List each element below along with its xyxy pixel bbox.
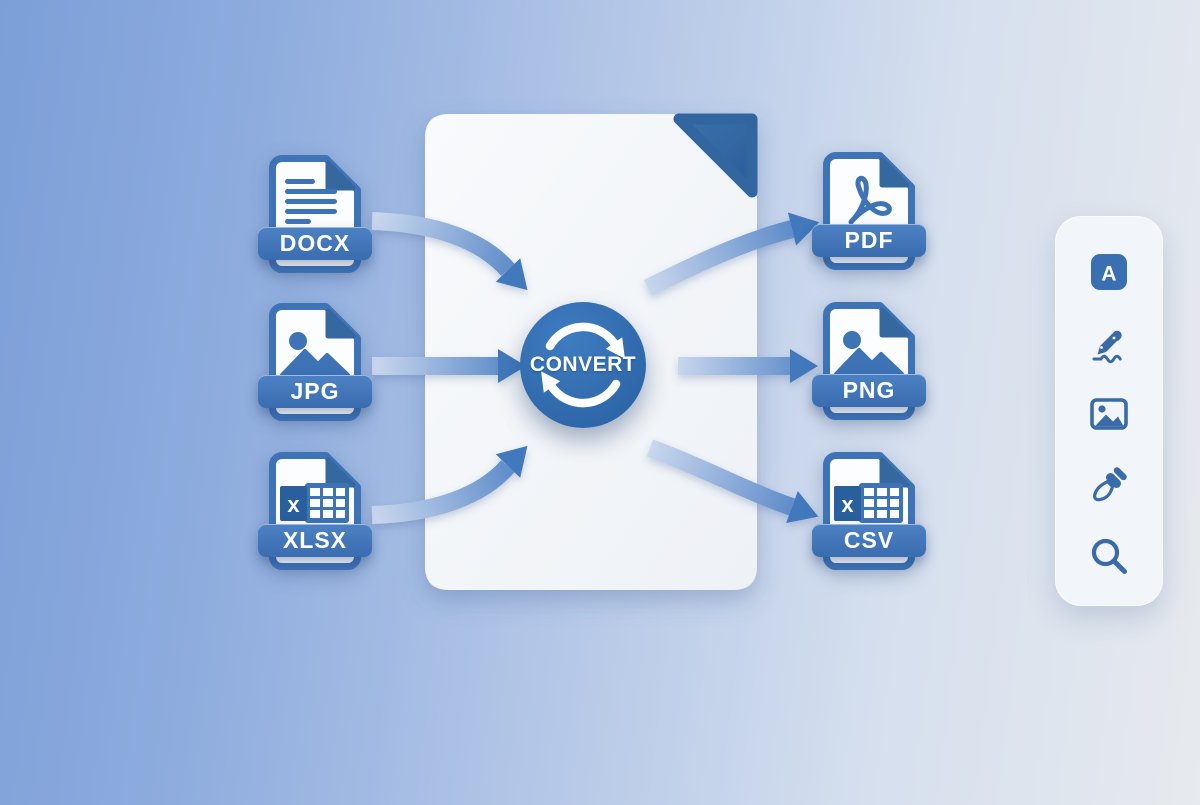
brush-tool-icon	[1093, 467, 1127, 502]
pdf-label-badge: PDF	[812, 224, 926, 257]
csv-label: CSV	[843, 527, 895, 553]
fold-corner	[325, 457, 356, 488]
fold-corner	[325, 308, 356, 339]
signature-tool-button[interactable]	[1086, 320, 1132, 366]
text-tool-button[interactable]: A	[1086, 249, 1132, 295]
png-label-badge: PNG	[812, 374, 926, 407]
convert-label: CONVERT	[529, 353, 637, 376]
jpg-label: JPG	[290, 378, 340, 404]
png-label: PNG	[842, 377, 896, 403]
xlsx-label-badge: XLSX	[258, 524, 372, 557]
jpg-label-badge: JPG	[258, 375, 372, 408]
arrow-convert-to-csv	[646, 439, 819, 523]
arrow-jpg-to-convert	[372, 349, 526, 383]
arrow-xlsx-to-convert	[371, 445, 528, 524]
svg-text:A: A	[1101, 263, 1116, 286]
pdf-label: PDF	[844, 227, 894, 253]
fold-corner	[879, 307, 910, 338]
xlsx-label: XLSX	[282, 527, 348, 553]
tool-palette: A	[1055, 216, 1163, 606]
csv-label-badge: CSV	[812, 524, 926, 557]
acrobat-swirl-icon	[848, 175, 892, 225]
docx-label-badge: DOCX	[258, 227, 372, 260]
text-tool-icon: A	[1091, 254, 1127, 290]
search-icon	[1091, 538, 1127, 574]
spreadsheet-icon: x	[280, 483, 349, 523]
sync-arrows-icon	[541, 322, 625, 408]
input-file-docx[interactable]: DOCX	[258, 155, 372, 287]
fold-corner	[879, 457, 910, 488]
svg-text:x: x	[841, 492, 854, 517]
output-file-png[interactable]: PNG	[812, 302, 926, 434]
spreadsheet-icon: x	[834, 483, 903, 523]
input-file-jpg[interactable]: JPG	[258, 303, 372, 435]
page-fold-corner	[673, 113, 758, 198]
signature-pen-icon	[1092, 330, 1122, 364]
convert-button[interactable]: CONVERT	[520, 302, 646, 428]
docx-label: DOCX	[279, 230, 351, 256]
input-file-xlsx[interactable]: x XLSX	[258, 452, 372, 584]
brush-tool-button[interactable]	[1086, 462, 1132, 508]
fold-corner	[325, 160, 356, 191]
arrow-convert-to-png	[678, 349, 818, 383]
output-file-pdf[interactable]: PDF	[812, 152, 926, 284]
output-file-csv[interactable]: x CSV	[812, 452, 926, 584]
search-tool-button[interactable]	[1086, 533, 1132, 579]
arrow-convert-to-pdf	[643, 212, 820, 297]
text-lines-icon	[285, 179, 337, 224]
fold-corner	[879, 157, 910, 188]
arrow-docx-to-convert	[371, 212, 528, 291]
svg-text:x: x	[287, 492, 300, 517]
image-tool-button[interactable]	[1086, 391, 1132, 437]
image-tool-icon	[1090, 398, 1128, 430]
